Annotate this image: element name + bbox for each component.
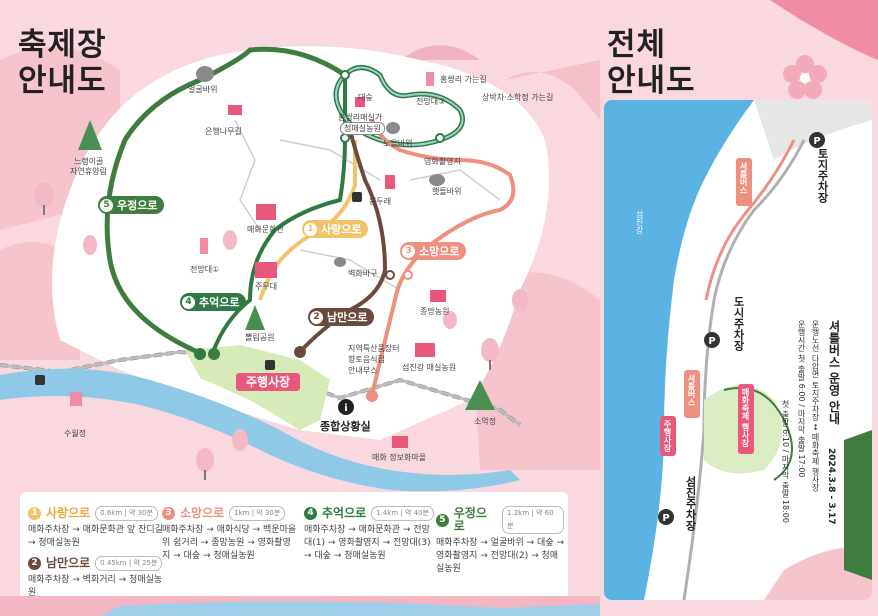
route-name: 남만으로	[327, 311, 368, 324]
festival-title-line2: 안내도	[18, 63, 107, 99]
place-nolmabawi: 노을바위	[383, 139, 413, 148]
bus-info-time: 운행시간 첫 출발 6:00 / 마지막 출발 17:00	[797, 320, 806, 478]
route-name: 추억으로	[199, 296, 240, 309]
overall-map: P P P	[604, 100, 872, 600]
legend-num: 4	[304, 507, 317, 520]
overall-title-line2: 안내도	[607, 63, 696, 99]
route-num: 3	[402, 244, 415, 258]
legend-dist: 0.6km | 약 30분	[95, 506, 158, 521]
legend-route-5: 5 우정으로 1.2km | 약 60분 매화주차장 → 얼굴바위 → 대숲 → 영…	[436, 506, 565, 576]
place-seomjin: 섬진강 매실농원	[402, 363, 457, 372]
svg-text:i: i	[344, 403, 347, 414]
route-num: 2	[310, 310, 323, 324]
bus-info-period: 2024.3.8 - 3.17	[826, 448, 836, 525]
parking-dosi-label: 도시주차장	[732, 296, 745, 351]
legend-route-1: 1 사랑으로 0.6km | 약 30분 매화주차장 → 매화문화관 앞 잔디길 →…	[28, 506, 168, 550]
plum-flower-icon	[783, 55, 827, 99]
legend-desc: 매화주차장 → 얼굴바위 → 대숲 → 영화촬영지 → 전망대(2) → 청매실…	[436, 538, 565, 574]
place-haetdol: 햇돌바위	[432, 187, 462, 196]
legend-route-3: 3 소망으로 1km | 약 30분 매화주차장 → 매화식당 → 백운마을 위 쉼…	[162, 506, 297, 563]
legend-name: 우정으로	[453, 506, 487, 533]
place-yeonghwa: 영화촬영지	[424, 157, 461, 166]
overall-map-panel: P P P 토지주차장 도시주차장 섬진주차장 섬진강 셔틀버스 셔틀버스 주행…	[604, 100, 872, 600]
place-maehwa-munhwa: 매화문화관	[247, 225, 284, 234]
festival-map: i	[0, 45, 600, 492]
festival-title-line1: 축제장	[18, 27, 107, 63]
parking-toji-label: 토지주차장	[816, 148, 829, 203]
legend-dist: 1km | 약 30분	[229, 506, 286, 521]
legend-name: 사랑으로	[46, 506, 91, 520]
place-ppyeol: 뽈림공원	[245, 333, 275, 342]
corner-decoration	[770, 0, 878, 60]
route-name: 우정으로	[117, 199, 158, 212]
place-neutinamu: 느랭이골	[74, 157, 104, 166]
place-eunhaenamu: 은행나무길	[205, 127, 242, 136]
legend-dist: 1.4km | 약 40분	[371, 506, 434, 521]
place-jumudae: 주무대	[255, 282, 278, 291]
legend-name: 남만으로	[46, 556, 91, 570]
route-legend: 1 사랑으로 0.6km | 약 30분 매화주차장 → 매화문화관 앞 잔디길 →…	[20, 492, 568, 602]
legend-desc: 매화주차장 → 매화문화관 앞 잔디길 → 청매실농원	[28, 525, 163, 548]
place-sueol: 수월정	[64, 429, 87, 438]
route-tag-3[interactable]: 3 소망으로	[400, 242, 467, 260]
route-name: 사랑으로	[321, 223, 362, 236]
place-daesup: 대숲	[358, 93, 373, 102]
river-label: 섬진강	[635, 210, 644, 234]
shuttle-label-1: 셔틀버스	[739, 162, 748, 194]
place-jongmang: 종망농원	[420, 307, 450, 316]
place-cheongmae: 청매실농원	[340, 122, 385, 135]
place-food3: 안내부스	[348, 366, 378, 375]
route-tag-4[interactable]: 4 추억으로	[180, 293, 247, 311]
route-num: 4	[182, 295, 195, 309]
place-food: 지역특산품장터	[348, 344, 400, 353]
legend-desc: 매화주차장 → 매화문화관 → 전망대(1) → 영화촬영지 → 전망대(3) …	[304, 525, 431, 561]
bus-info-title: 셔틀버스 운영 안내	[827, 320, 841, 425]
legend-desc: 매화주차장 → 매화식당 → 백운마을 위 쉼거리 → 종망농원 → 영화촬영지…	[162, 525, 297, 561]
place-byeokhwa: 벽화바구	[348, 269, 378, 278]
place-jeonmangdae3: 전망대③	[416, 97, 446, 106]
place-jeongbo: 매화 정보화마을	[372, 453, 427, 462]
place-food2: 향토음식점	[348, 355, 385, 364]
legend-num: 2	[28, 557, 41, 570]
road-hongssangri: 홍쌍리 가는길	[440, 75, 487, 84]
route-tag-2[interactable]: 2 남만으로	[308, 308, 375, 326]
legend-route-4: 4 추억으로 1.4km | 약 40분 매화주차장 → 매화문화관 → 전망대(1…	[304, 506, 434, 563]
parking-seomjin-label: 섬진주차장	[684, 476, 697, 531]
overall-title-line1: 전체	[607, 27, 667, 63]
shuttle-label-2: 셔틀버스	[687, 374, 696, 406]
legend-dist: 0.45km | 약 25분	[95, 556, 163, 571]
festival-area-label: 매화축제 행사장	[741, 388, 750, 447]
info-center-label: 종합상황실	[320, 420, 371, 433]
place-eolgulbawi: 얼굴바위	[188, 85, 218, 94]
svg-text:P: P	[662, 513, 669, 524]
place-somakjeong: 소악정	[474, 417, 497, 426]
place-jayeon: 자연휴양림	[70, 167, 107, 176]
legend-dist: 1.2km | 약 60분	[502, 506, 565, 534]
route-name: 소망으로	[419, 245, 460, 258]
route-tag-1[interactable]: 1 사랑으로	[302, 220, 369, 238]
overall-plaza-label: 주행사장	[663, 420, 672, 452]
legend-num: 1	[28, 507, 41, 520]
route-num: 5	[100, 198, 113, 212]
legend-name: 추억으로	[322, 506, 367, 520]
legend-num: 3	[162, 507, 175, 520]
legend-route-2: 2 남만으로 0.45km | 약 25분 매화주차장 → 벽화거리 → 청매실농원	[28, 556, 168, 600]
route-tag-5[interactable]: 5 우정으로	[98, 196, 165, 214]
main-plaza-label: 주행사장	[236, 373, 301, 391]
legend-desc: 매화주차장 → 벽화거리 → 청매실농원	[28, 575, 163, 598]
bus-info-route: 운행노선 다압면 토지주차장 ↔ 매화축제 행사장	[811, 320, 820, 492]
svg-text:P: P	[813, 136, 820, 147]
place-hongssangri: 홍쌍리매실가	[338, 113, 383, 122]
legend-num: 5	[436, 513, 449, 527]
road-sangbak: 상박차·소학정 가는길	[482, 93, 554, 102]
legend-name: 소망으로	[180, 506, 225, 520]
route-num: 1	[304, 222, 317, 236]
place-jeonmangdae1: 전망대①	[190, 265, 220, 274]
bus-info-time2: 첫 출발 6:10 / 마지막 출발 18:00	[781, 400, 790, 523]
place-wondurae: 원두래	[369, 197, 392, 206]
bottom-decoration	[0, 596, 600, 616]
svg-text:P: P	[708, 336, 715, 347]
